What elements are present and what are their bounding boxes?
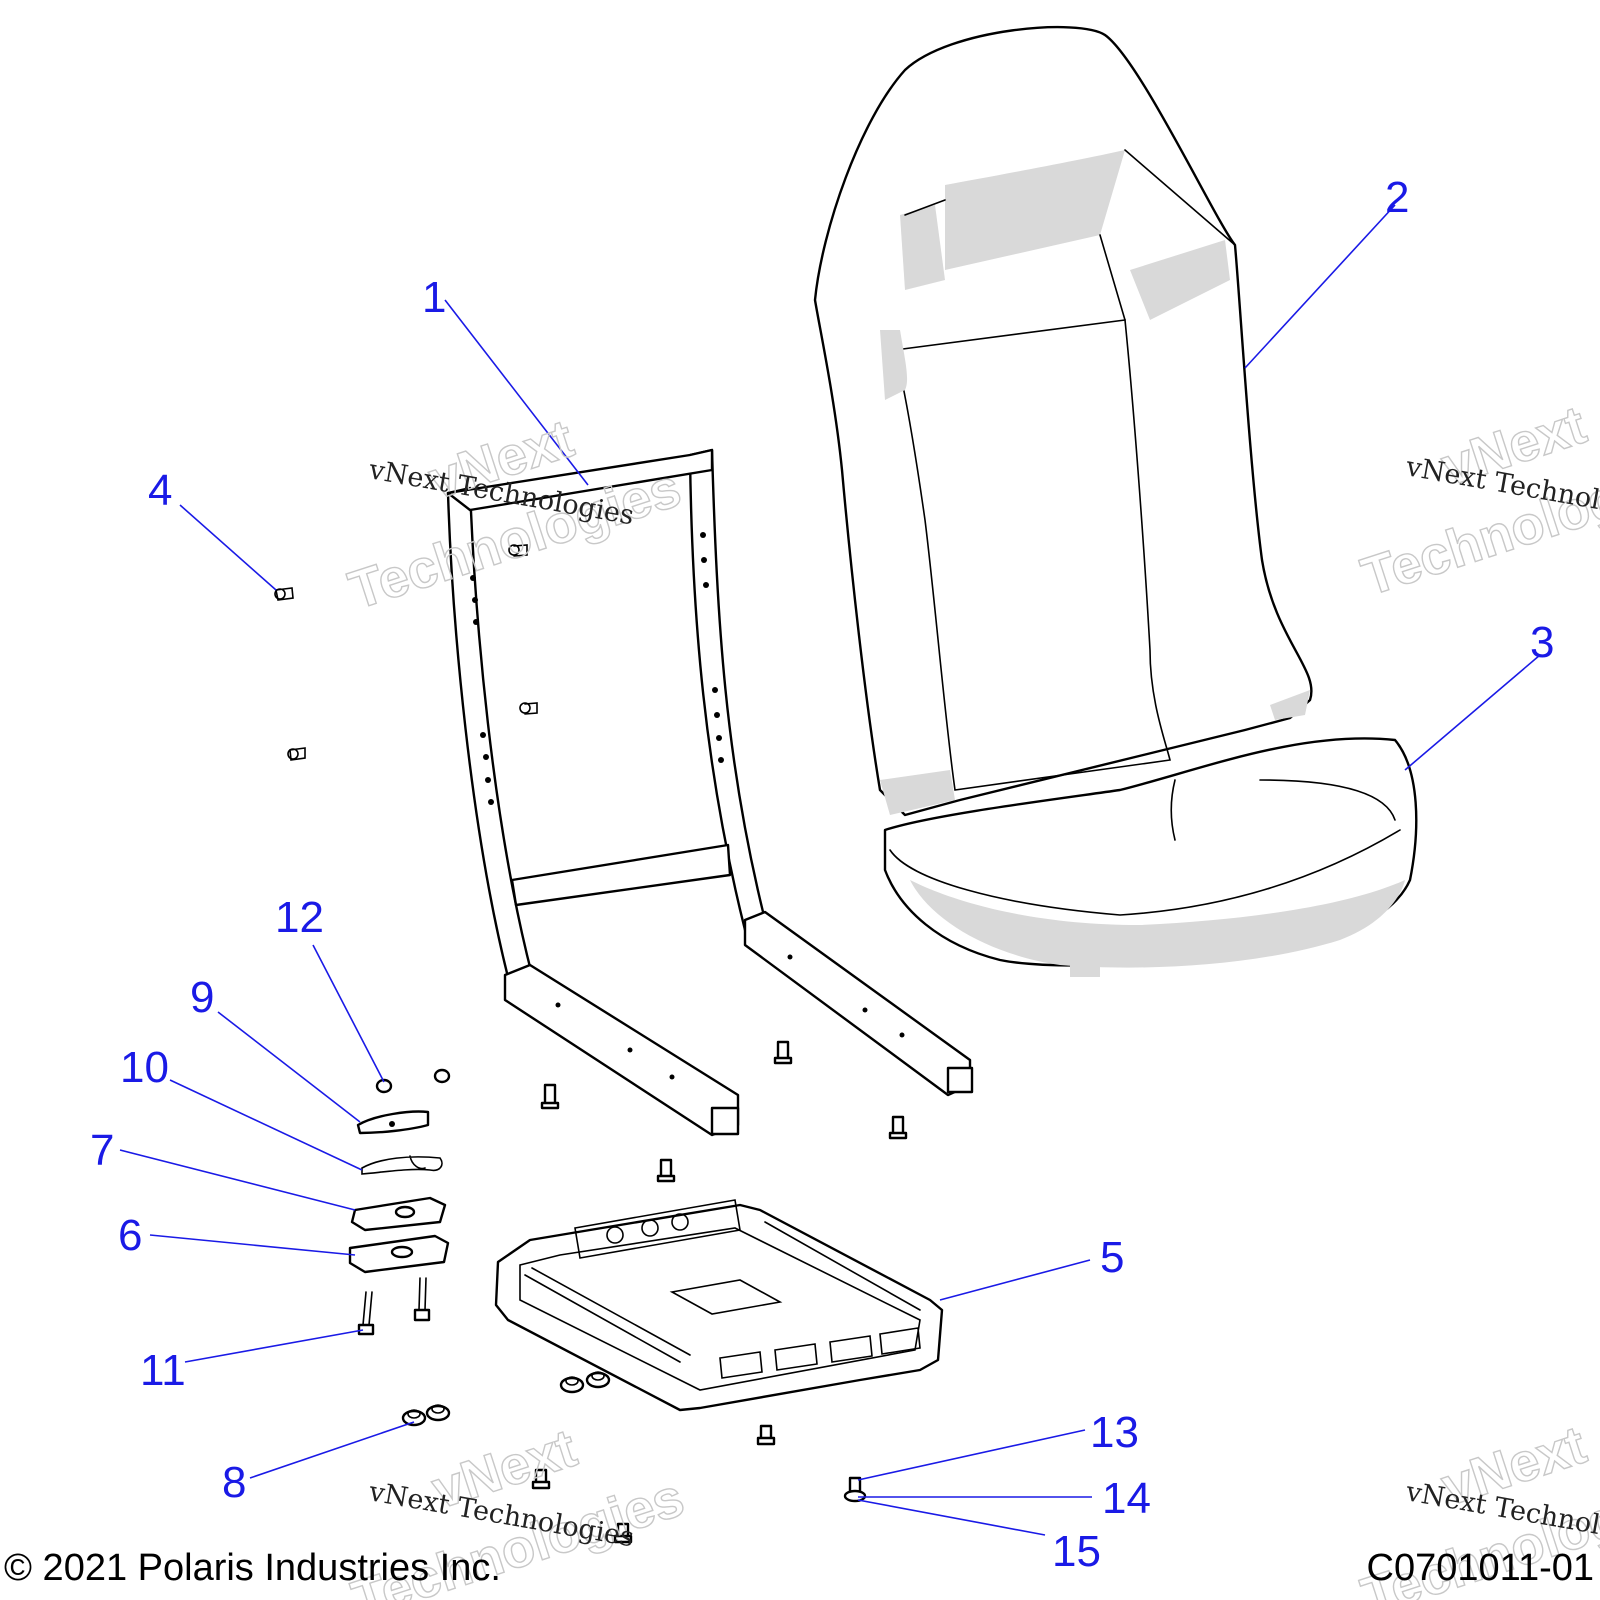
seat-backrest xyxy=(813,25,1313,817)
frame-cross-bar xyxy=(510,843,732,907)
nut-8-b xyxy=(425,1404,451,1422)
bolt-13-14-15 xyxy=(843,1476,867,1503)
leader-11 xyxy=(184,1329,364,1363)
plate-7-hole xyxy=(394,1205,416,1219)
seat-frame xyxy=(446,448,974,1137)
pin-frame-2 xyxy=(519,702,538,715)
headrest-shade-left xyxy=(900,205,945,290)
clip-9-hole xyxy=(389,1121,395,1127)
leader-15 xyxy=(857,1499,1046,1536)
nut-12-b xyxy=(433,1068,451,1084)
copyright-text: © 2021 Polaris Industries Inc. xyxy=(4,1547,501,1589)
bolt-frame-b xyxy=(773,1040,793,1065)
nut-base-b xyxy=(585,1371,611,1389)
frame-left-leg-end xyxy=(710,1106,740,1136)
base-tray-boss-1 xyxy=(606,1226,624,1244)
backrest-shade-bottom-left xyxy=(880,770,955,815)
callout-13: 13 xyxy=(1090,1408,1139,1457)
leader-8 xyxy=(249,1421,415,1479)
leader-3 xyxy=(1404,654,1541,771)
nut-12-a xyxy=(375,1078,393,1094)
base-tray-rail-right xyxy=(764,1221,921,1311)
seat-assembly xyxy=(813,25,1418,977)
seat-cushion-front xyxy=(889,829,1401,916)
leader-13 xyxy=(857,1429,1086,1481)
leader-7 xyxy=(119,1149,356,1211)
callout-5: 5 xyxy=(1100,1233,1124,1282)
leader-1 xyxy=(444,299,589,486)
callout-11: 11 xyxy=(140,1346,186,1395)
seat-foot-1 xyxy=(1070,965,1100,977)
plate-6-hole xyxy=(390,1245,414,1259)
callout-15: 15 xyxy=(1052,1527,1101,1576)
pin-4-upper xyxy=(274,587,294,601)
callout-9: 9 xyxy=(190,973,214,1022)
backrest-shade-bottom-right xyxy=(1270,690,1310,720)
leader-9 xyxy=(217,1011,361,1123)
base-tray-ribs xyxy=(719,1327,921,1379)
headrest-crease xyxy=(1099,234,1126,321)
leader-lines xyxy=(119,204,1541,1536)
bolt-base-c xyxy=(531,1468,551,1490)
pin-4-lower xyxy=(287,747,306,761)
base-tray-outline xyxy=(494,1203,944,1412)
base-tray-top-block xyxy=(574,1199,741,1259)
bolt-base-d xyxy=(613,1522,633,1544)
callout-2: 2 xyxy=(1385,173,1409,222)
seat-cushion-bolster xyxy=(1170,779,1396,841)
bolt-frame-a xyxy=(540,1083,560,1110)
bolt-frame-d xyxy=(656,1158,676,1183)
leader-12 xyxy=(312,944,385,1083)
callout-4: 4 xyxy=(148,466,172,515)
callout-7: 7 xyxy=(90,1126,114,1175)
seat-foot-2 xyxy=(1320,920,1350,930)
frame-holes xyxy=(470,532,905,1080)
callout-numbers: 1 2 3 4 5 6 7 8 9 10 11 12 13 14 15 xyxy=(90,173,1554,1576)
pin-frame-1 xyxy=(508,544,528,557)
callout-1: 1 xyxy=(422,273,446,322)
callout-3: 3 xyxy=(1530,618,1554,667)
headrest-edge xyxy=(904,199,946,216)
leader-5 xyxy=(939,1259,1091,1301)
base-tray-rail-left xyxy=(524,1267,691,1363)
callout-10: 10 xyxy=(120,1043,169,1092)
frame-right-leg xyxy=(743,910,972,1097)
seat-cushion-underside xyxy=(910,880,1405,968)
headrest-shade-top xyxy=(945,150,1125,270)
headrest-shade-right xyxy=(1130,240,1230,320)
callout-8: 8 xyxy=(222,1458,246,1507)
bolt-frame-c xyxy=(888,1115,908,1140)
backrest-shade-side xyxy=(880,330,908,400)
base-tray-boss-3 xyxy=(671,1213,689,1231)
frame-right-leg-end xyxy=(946,1066,974,1094)
wire-10 xyxy=(361,1155,443,1175)
callout-12: 12 xyxy=(275,893,324,942)
base-tray-boss-2 xyxy=(641,1219,659,1237)
drawing-id: C0701011-01 xyxy=(1367,1547,1594,1589)
nut-base-a xyxy=(559,1376,585,1394)
callout-14: 14 xyxy=(1102,1474,1151,1523)
nut-8-a xyxy=(401,1409,427,1427)
callout-6: 6 xyxy=(118,1211,142,1260)
bolt-11-b xyxy=(413,1277,431,1322)
frame-left-leg xyxy=(503,963,740,1137)
base-tray-slot xyxy=(669,1279,783,1315)
bolt-11-a xyxy=(357,1291,375,1336)
leader-10 xyxy=(169,1079,363,1171)
seat-backrest-panel xyxy=(894,319,1171,791)
headrest-edge-right xyxy=(1124,149,1236,246)
seat-base-tray xyxy=(494,1199,944,1412)
leader-6 xyxy=(149,1234,356,1256)
hardware xyxy=(274,544,908,1544)
leader-2 xyxy=(1244,204,1396,369)
seat-cushion xyxy=(883,737,1418,967)
frame-top-bar xyxy=(446,448,714,512)
leader-4 xyxy=(179,504,277,591)
bolt-base-a xyxy=(756,1424,776,1446)
base-tray-inner xyxy=(519,1227,921,1391)
